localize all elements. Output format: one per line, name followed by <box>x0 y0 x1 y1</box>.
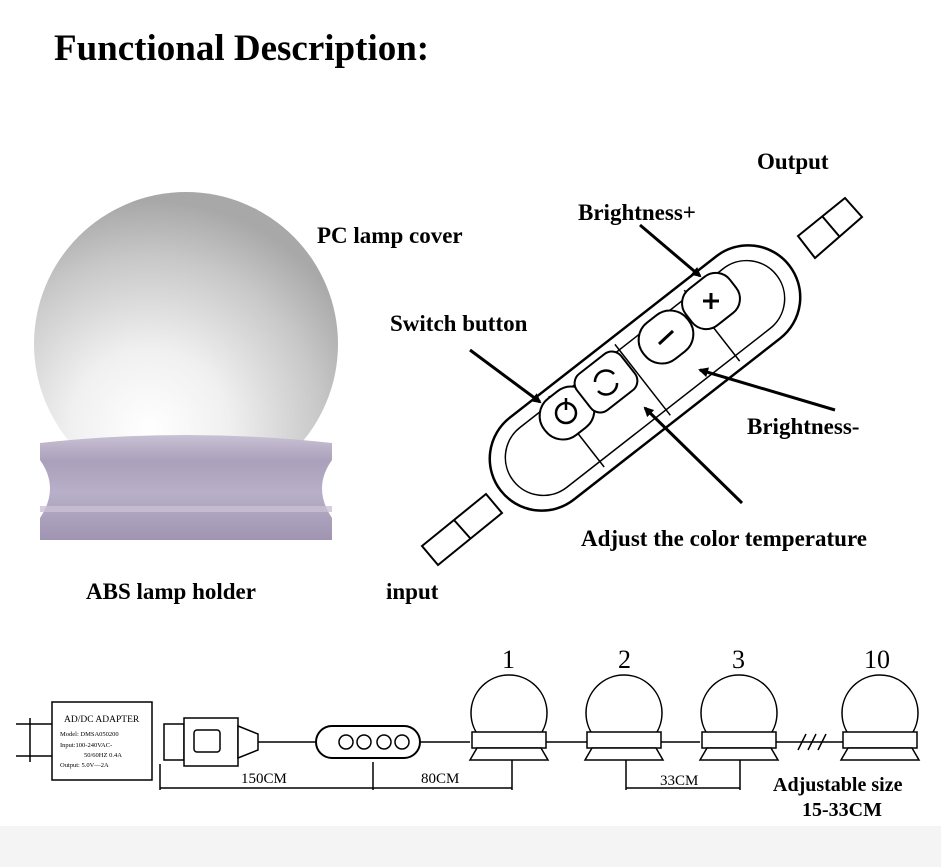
pc-lamp-cover-label: PC lamp cover <box>317 223 463 248</box>
color-temperature-label: Adjust the color temperature <box>581 526 867 551</box>
adapter-input-2: 50/60HZ 0.4A <box>84 752 122 759</box>
adapter-input: Input:100-240VAC- <box>60 742 113 749</box>
brightness-minus-button-shape <box>637 309 695 365</box>
output-label: Output <box>757 149 829 174</box>
bulb-1 <box>468 674 550 761</box>
controller-illustration <box>420 196 864 567</box>
brightness-minus-label: Brightness- <box>747 414 860 439</box>
bulb-illustration <box>34 192 338 540</box>
color-temp-button-shape <box>573 350 639 414</box>
bulb-number-2: 2 <box>618 645 631 674</box>
brightness-plus-button-shape <box>681 271 741 331</box>
adjustable-size-label: Adjustable size <box>773 774 903 796</box>
bulb-2 <box>583 674 665 761</box>
adjustable-size-range: 15-33CM <box>802 799 882 821</box>
dimension-80cm: 80CM <box>421 771 460 787</box>
bulb-number-3: 3 <box>732 645 745 674</box>
wiring-diagram <box>16 701 845 790</box>
bulb-number-10: 10 <box>864 645 890 674</box>
switch-button-label: Switch button <box>390 311 528 336</box>
bulb-3 <box>698 674 780 761</box>
dimension-150cm: 150CM <box>241 771 287 787</box>
abs-lamp-holder-label: ABS lamp holder <box>86 579 256 604</box>
input-label: input <box>386 579 439 604</box>
footer-band <box>0 826 941 867</box>
abs-lamp-holder-shape <box>40 435 332 540</box>
dimension-33cm: 33CM <box>660 773 699 789</box>
callout-arrows <box>469 223 836 505</box>
pc-lamp-cover-globe <box>34 192 338 496</box>
brightness-plus-label: Brightness+ <box>578 200 696 225</box>
page-title: Functional Description: <box>54 28 430 69</box>
bulb-10 <box>839 674 921 761</box>
adapter-name: AD/DC ADAPTER <box>64 715 140 725</box>
adapter-model: Model: DMSA050200 <box>60 731 119 738</box>
adapter-output: Output: 5.0V—2A <box>60 762 109 769</box>
bulb-number-1: 1 <box>502 645 515 674</box>
